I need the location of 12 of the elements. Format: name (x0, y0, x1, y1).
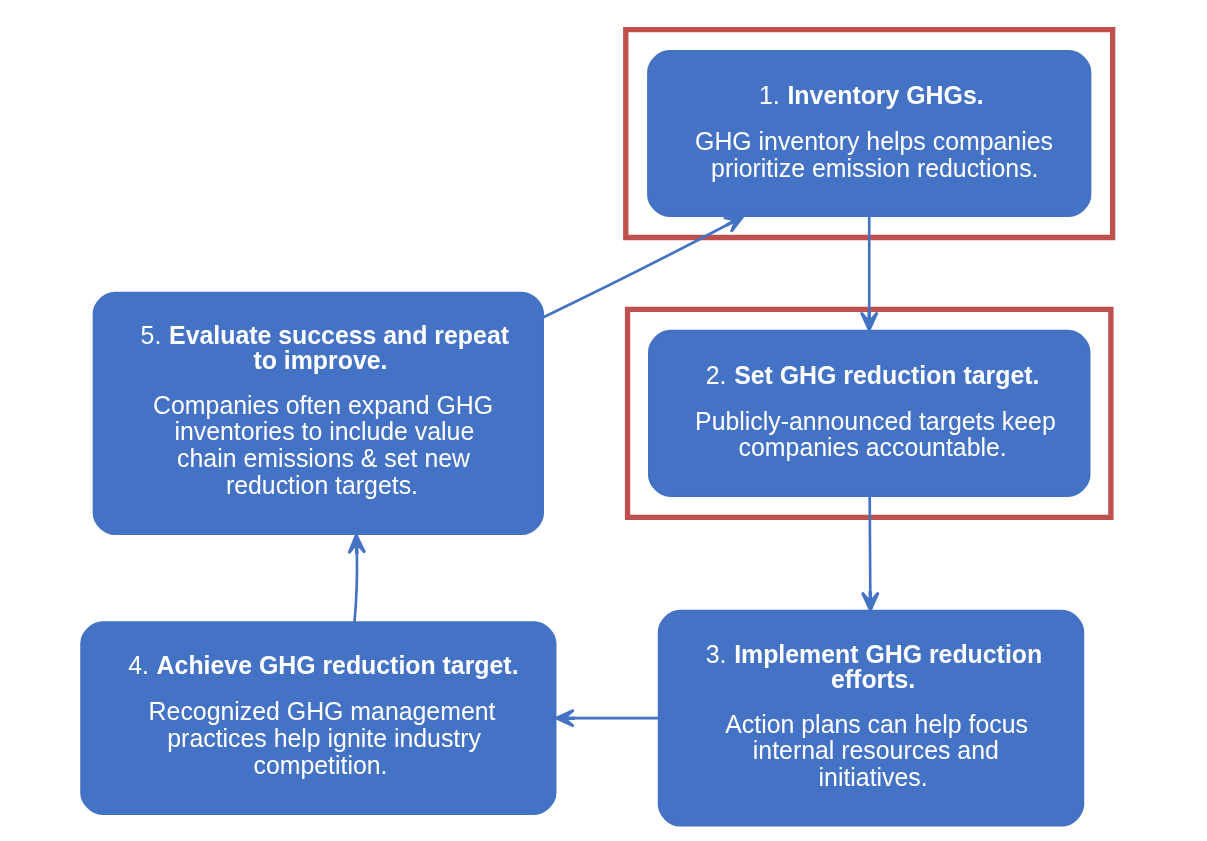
arrow (860, 496, 880, 612)
node-box: 1. Inventory GHGs. GHG inventory helps companies prioritize emission reductions. (646, 50, 1091, 218)
cluster (622, 26, 1115, 241)
node-box: 3. Implement GHG reduction efforts. Action plans can help focus internal resources and initiatives. (657, 609, 1084, 827)
node-box: 2. Set GHG reduction target. Publicly-announced targets keep companies accountable. (647, 329, 1090, 497)
arrow (542, 215, 745, 319)
cluster (624, 306, 1114, 520)
node-box: 5. Evaluate success and repeat to improve. Companies often expand GHG inventories to include value chain emissions & set new reduction targets. (92, 291, 544, 536)
arrow (347, 533, 366, 623)
arrow (859, 216, 879, 332)
arrow (553, 708, 659, 728)
node-box: 4. Achieve GHG reduction target. Recognized GHG management practices help ignite industry competition. (79, 621, 556, 815)
